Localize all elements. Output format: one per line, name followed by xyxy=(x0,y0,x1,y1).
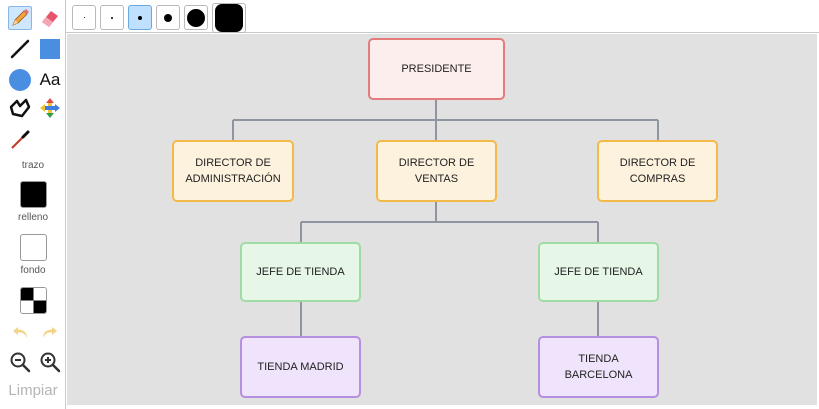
brush-size-2[interactable] xyxy=(100,5,124,30)
brush-square-icon xyxy=(215,4,243,32)
text-icon: Aa xyxy=(39,70,61,89)
undo-icon xyxy=(13,327,27,338)
undo-button[interactable] xyxy=(9,320,33,344)
brush-size-3[interactable] xyxy=(128,5,152,30)
zoom-out-button[interactable] xyxy=(8,350,32,374)
transparency-checker-icon xyxy=(21,288,46,313)
brush-dot-icon xyxy=(111,16,113,19)
background-label: fondo xyxy=(20,265,46,276)
circle-icon xyxy=(9,69,31,91)
fill-label: relleno xyxy=(17,212,49,223)
drawing-canvas[interactable]: PRESIDENTE DIRECTOR DE ADMINISTRACIÓN DI… xyxy=(67,34,817,405)
org-node-presidente[interactable]: PRESIDENTE xyxy=(368,38,505,100)
background-transparent-swatch[interactable] xyxy=(20,287,47,314)
org-chart-connectors xyxy=(232,100,659,336)
brush-dot-icon xyxy=(164,13,172,22)
redo-button[interactable] xyxy=(37,320,61,344)
eyedropper-icon xyxy=(11,130,30,149)
zoom-in-button[interactable] xyxy=(38,350,62,374)
stroke-color-swatch[interactable] xyxy=(20,181,47,208)
brush-size-1[interactable] xyxy=(72,5,96,30)
redo-icon xyxy=(43,327,57,338)
brush-dot-icon xyxy=(187,8,205,27)
org-node-tienda-barcelona[interactable]: TIENDA BARCELONA xyxy=(538,336,659,398)
rectangle-tool-button[interactable] xyxy=(38,37,62,61)
org-node-director-ventas[interactable]: DIRECTOR DE VENTAS xyxy=(376,140,497,202)
eraser-icon xyxy=(42,11,58,27)
brush-dot-icon xyxy=(138,15,142,20)
brush-size-4[interactable] xyxy=(156,5,180,30)
tool-palette: Aa trazo relleno fondo xyxy=(0,0,66,409)
eraser-tool-button[interactable] xyxy=(38,6,62,30)
pencil-tool-button[interactable] xyxy=(8,6,32,30)
org-node-director-administracion[interactable]: DIRECTOR DE ADMINISTRACIÓN xyxy=(172,140,294,202)
zoom-in-icon xyxy=(40,352,61,373)
move-icon xyxy=(40,98,60,118)
polygon-icon xyxy=(9,98,31,118)
eyedropper-tool-button[interactable] xyxy=(8,127,32,151)
clear-button[interactable]: Limpiar xyxy=(8,382,58,399)
rectangle-icon xyxy=(40,39,60,59)
brush-dot-icon xyxy=(83,17,85,18)
fill-color-swatch[interactable] xyxy=(20,234,47,261)
brush-size-6[interactable] xyxy=(212,3,246,33)
org-node-tienda-madrid[interactable]: TIENDA MADRID xyxy=(240,336,361,398)
brush-size-5[interactable] xyxy=(184,5,208,30)
circle-tool-button[interactable] xyxy=(8,68,32,92)
brush-size-bar xyxy=(66,0,819,33)
org-node-director-compras[interactable]: DIRECTOR DE COMPRAS xyxy=(597,140,718,202)
line-tool-button[interactable] xyxy=(8,37,32,61)
move-tool-button[interactable] xyxy=(38,96,62,120)
zoom-out-icon xyxy=(10,352,31,373)
org-node-jefe-tienda-2[interactable]: JEFE DE TIENDA xyxy=(538,242,659,302)
text-tool-button[interactable]: Aa xyxy=(38,68,62,92)
line-icon xyxy=(10,39,30,59)
stroke-label: trazo xyxy=(21,160,45,171)
pencil-icon xyxy=(12,9,29,26)
org-node-jefe-tienda-1[interactable]: JEFE DE TIENDA xyxy=(240,242,361,302)
polygon-tool-button[interactable] xyxy=(8,96,32,120)
